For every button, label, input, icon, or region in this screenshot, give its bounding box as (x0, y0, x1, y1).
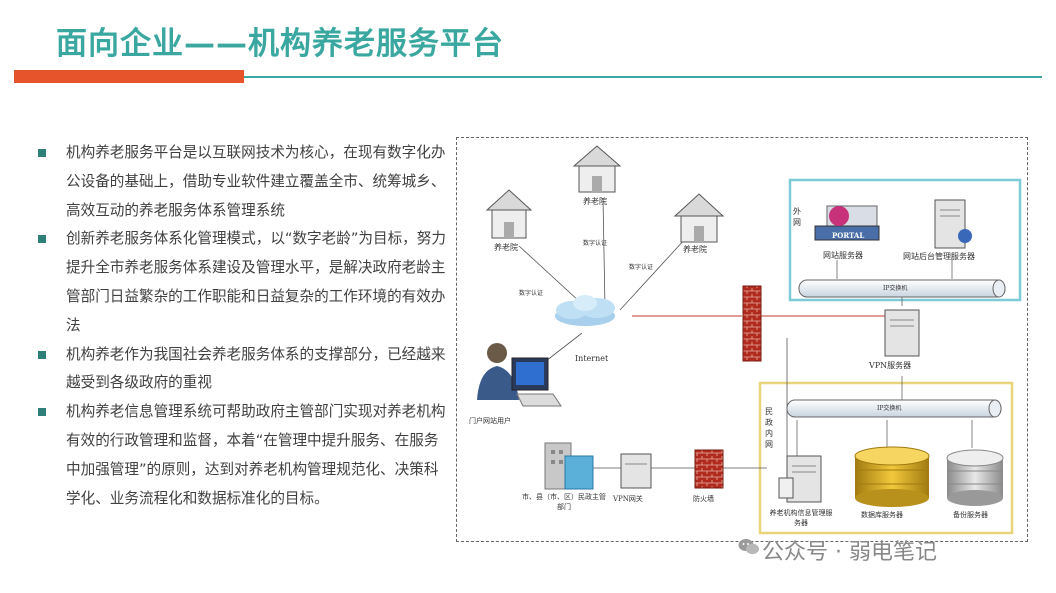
bullet-item: 创新养老服务体系化管理模式，以“数字老龄”为目标，努力提升全市养老服务体系建设及… (36, 225, 446, 340)
page-title: 面向企业——机构养老服务平台 (56, 26, 504, 62)
bullet-text: 机构养老作为我国社会养老服务体系的支撑部分，已经越来越受到各级政府的重视 (66, 345, 446, 392)
vpn-server-label: VPN服务器 (869, 361, 912, 370)
ip-switch-bottom-icon (786, 399, 1002, 418)
backup-server-label: 备份服务器 (953, 511, 988, 519)
watermark-text: 公众号 · 弱电笔记 (762, 540, 937, 565)
bullet-list: 机构养老服务平台是以互联网技术为核心，在现有数字化办公设备的基础上，借助专业软件… (36, 139, 446, 513)
portal-user-icon (477, 343, 562, 407)
vpn-gateway-label: VPN网关 (613, 495, 643, 503)
network-diagram: 养老院 养老院 养老院 数字认证 数字认证 数字认证 Internet 门户网站… (456, 137, 1028, 542)
info-server-icon (778, 455, 822, 503)
civil-intranet-zone (758, 381, 1014, 535)
title-accent-bar (14, 70, 244, 83)
db-server-label: 数据库服务器 (861, 511, 903, 519)
backup-server-icon (946, 449, 1004, 506)
cert-left-label: 数字认证 (519, 290, 544, 297)
ip-switch-bottom-label: IP交换机 (877, 405, 902, 412)
portal-web-server-icon (814, 205, 880, 241)
bullet-item: 机构养老作为我国社会养老服务体系的支撑部分，已经越来越受到各级政府的重视 (36, 341, 446, 399)
outer-network-zone (788, 178, 1022, 302)
firewall-main-icon (742, 285, 762, 362)
square-bullet-icon (38, 408, 46, 417)
bullet-text: 创新养老服务体系化管理模式，以“数字老龄”为目标，努力提升全市养老服务体系建设及… (66, 230, 446, 334)
web-server-label: 网站服务器 (823, 251, 863, 260)
vpn-gateway-icon (620, 453, 652, 489)
vpn-server-icon (884, 309, 920, 357)
outer-net-label: 外网 (793, 207, 801, 227)
square-bullet-icon (38, 350, 46, 359)
cert-right-label: 数字认证 (629, 264, 654, 271)
cert-center-label: 数字认证 (583, 240, 608, 247)
house-center-icon (572, 145, 622, 193)
info-server-label: 养老机构信息管理服务器 (769, 509, 833, 527)
ip-switch-top-label: IP交换机 (883, 285, 908, 292)
house-center-label: 养老院 (583, 197, 607, 206)
gov-dept-label: 市、县（市、区）民政主管部门 (522, 493, 606, 511)
title-underline (14, 76, 1042, 78)
ip-switch-top-icon (798, 279, 1006, 298)
wechat-icon (738, 539, 759, 555)
bullet-text: 机构养老信息管理系统可帮助政府主管部门实现对养老机构有效的行政管理和监督，本着“… (66, 403, 446, 507)
bullet-item: 机构养老服务平台是以互联网技术为核心，在现有数字化办公设备的基础上，借助专业软件… (36, 139, 446, 225)
civil-net-label: 民政内网 (765, 407, 773, 449)
portal-label: PORTAL (832, 231, 865, 240)
house-left-label: 养老院 (494, 243, 518, 252)
house-right-label: 养老院 (683, 245, 707, 254)
backend-server-label: 网站后台管理服务器 (903, 252, 975, 261)
house-right-icon (673, 193, 725, 243)
portal-user-label: 门户网站用户 (469, 417, 511, 425)
internet-label: Internet (575, 354, 609, 363)
house-left-icon (485, 189, 533, 239)
internet-cloud-icon (555, 295, 615, 326)
square-bullet-icon (38, 235, 46, 244)
database-server-icon (854, 446, 930, 507)
bullet-item: 机构养老信息管理系统可帮助政府主管部门实现对养老机构有效的行政管理和监督，本着“… (36, 398, 446, 513)
firewall-bottom-icon (694, 449, 724, 489)
gov-building-icon (544, 442, 594, 490)
square-bullet-icon (38, 149, 46, 157)
network-diagram-graphics (477, 145, 1022, 535)
bullet-text: 机构养老服务平台是以互联网技术为核心，在现有数字化办公设备的基础上，借助专业软件… (66, 144, 446, 219)
backend-server-icon (934, 199, 972, 249)
firewall-label: 防火墙 (693, 495, 714, 503)
